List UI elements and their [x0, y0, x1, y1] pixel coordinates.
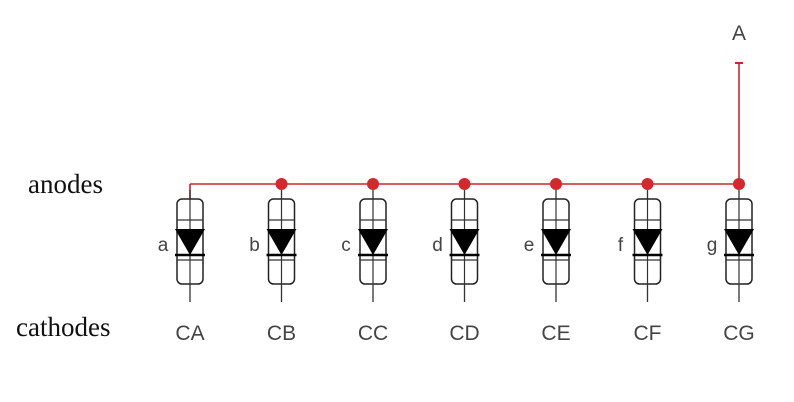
cathode-label: CD: [449, 322, 479, 345]
diode-triangle: [724, 229, 754, 255]
junction-dot: [458, 178, 471, 190]
cathode-label: CA: [175, 322, 204, 345]
segment-letter-label: g: [707, 235, 718, 256]
segment-e: eCE: [524, 190, 571, 345]
cathode-label: CE: [541, 322, 570, 345]
diode-triangle: [449, 229, 480, 255]
segment-letter-label: b: [249, 235, 260, 256]
junction-dot: [275, 178, 288, 190]
cathode-label: CC: [358, 322, 388, 345]
segment-letter-label: a: [158, 235, 169, 256]
junction-dot: [550, 178, 562, 190]
diode-triangle: [175, 229, 205, 255]
cathode-label: CF: [634, 322, 662, 345]
cathode-label: CG: [723, 322, 755, 345]
segment-g: gCG: [707, 190, 755, 345]
row-label-cathodes: cathodes: [16, 312, 111, 342]
junction-dot: [641, 178, 654, 190]
diode-triangle: [266, 229, 297, 255]
segment-a: aCA: [158, 190, 205, 345]
segment-d: dCD: [432, 190, 480, 345]
segment-letter-label: f: [618, 235, 624, 256]
segment-letter-label: c: [341, 235, 351, 256]
segment-f: fCF: [618, 190, 663, 345]
junction-dot: [367, 178, 379, 190]
diode-triangle: [632, 229, 663, 255]
segment-b: bCB: [249, 190, 297, 345]
diode-triangle: [358, 229, 388, 255]
row-label-anodes: anodes: [28, 169, 103, 199]
segment-diodes: aCA bCB cCC dCD eCE fCF gCG: [158, 190, 755, 345]
junction-dots: [275, 178, 745, 190]
segment-letter-label: d: [432, 235, 443, 256]
common-anode-terminal-label: A: [732, 22, 746, 45]
segment-letter-label: e: [524, 235, 535, 256]
segment-c: cCC: [341, 190, 388, 345]
cathode-label: CB: [267, 322, 296, 345]
diode-triangle: [541, 229, 571, 255]
junction-dot: [733, 178, 745, 190]
